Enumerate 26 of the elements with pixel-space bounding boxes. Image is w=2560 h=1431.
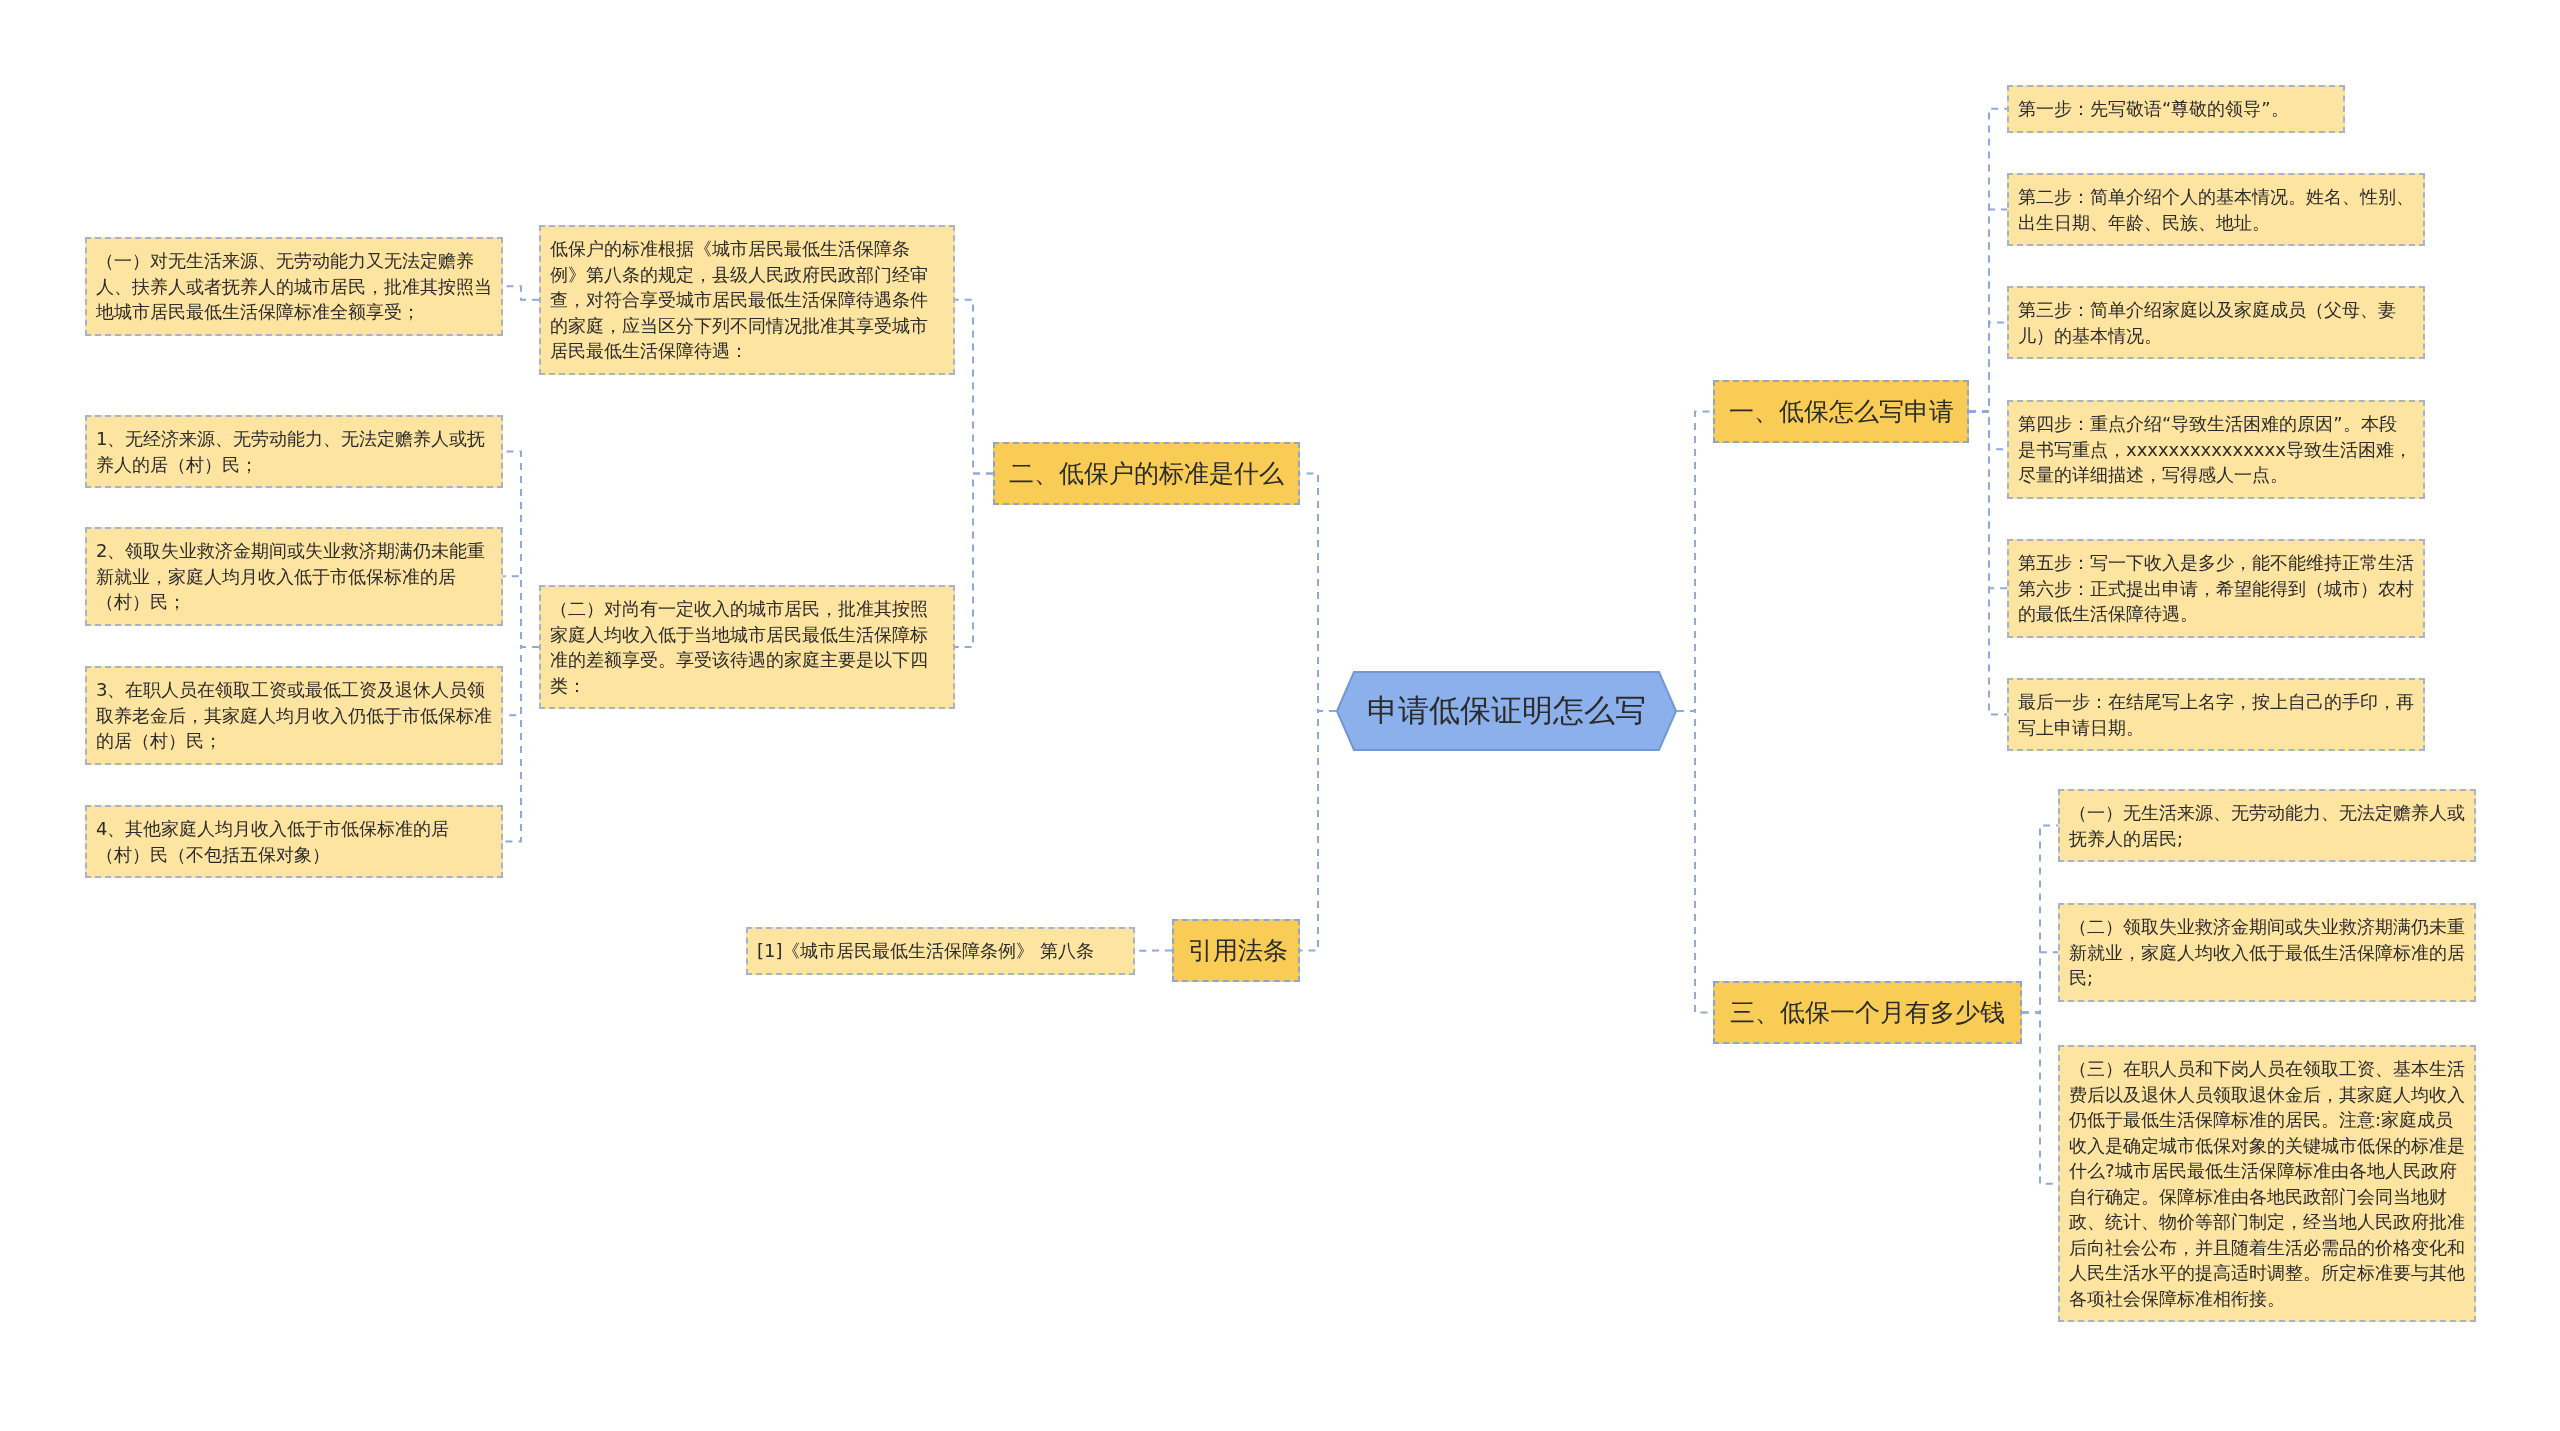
branch-box: 一、低保怎么写申请 <box>1713 380 1969 443</box>
note-box: [1]《城市居民最低生活保障条例》 第八条 <box>746 927 1135 975</box>
note-box: 第三步：简单介绍家庭以及家庭成员（父母、妻儿）的基本情况。 <box>2007 286 2425 360</box>
connector-line <box>1299 710 1337 952</box>
note-box: （二）领取失业救济金期间或失业救济期满仍未重新就业，家庭人均收入低于最低生活保障标准的居民; <box>2058 903 2476 1002</box>
note-box: 2、领取失业救济金期间或失业救济期满仍未能重新就业，家庭人均月收入低于市低保标准的居（村）民； <box>85 527 503 626</box>
note-box: 3、在职人员在领取工资或最低工资及退休人员领取养老金后，其家庭人均月收入仍低于市低保标准的居（村）民； <box>85 666 503 765</box>
note-box: 第一步：先写敬语“尊敬的领导”。 <box>2007 85 2345 133</box>
note-box: 第二步：简单介绍个人的基本情况。姓名、性别、出生日期、年龄、民族、地址。 <box>2007 173 2425 247</box>
branch-box: 二、低保户的标准是什么 <box>993 442 1300 505</box>
connector-line <box>954 472 994 649</box>
branch-box: 三、低保一个月有多少钱 <box>1713 981 2022 1044</box>
note-box: 1、无经济来源、无劳动能力、无法定赡养人或抚养人的居（村）民； <box>85 415 503 489</box>
note-box: 第四步：重点介绍“导致生活困难的原因”。本段是书写重点，xxxxxxxxxxxxxxx导致生活困难，尽量的详细描述，写得感人一点。 <box>2007 400 2425 499</box>
note-box: （一）对无生活来源、无劳动能力又无法定赡养人、扶养人或者抚养人的城市居民，批准其按照当地城市居民最低生活保障标准全额享受； <box>85 237 503 336</box>
note-box: 低保户的标准根据《城市居民最低生活保障条例》第八条的规定，县级人民政府民政部门经审查，对符合享受城市居民最低生活保障待遇条件的家庭，应当区分下列不同情况批准其享受城市居民最低生活保障待遇： <box>539 225 955 375</box>
topic-title: 申请低保证明怎么写 <box>1367 691 1646 730</box>
note-box: 4、其他家庭人均月收入低于市低保标准的居（村）民（不包括五保对象） <box>85 805 503 879</box>
connector-line <box>502 646 540 843</box>
connector-line <box>1968 410 2008 716</box>
note-box: （一）无生活来源、无劳动能力、无法定赡养人或抚养人的居民; <box>2058 789 2476 863</box>
note-box: （二）对尚有一定收入的城市居民，批准其按照家庭人均收入低于当地城市居民最低生活保障标准的差额享受。享受该待遇的家庭主要是以下四类： <box>539 585 955 710</box>
note-box: 第五步：写一下收入是多少，能不能维持正常生活第六步：正式提出申请，希望能得到（城市）农村的最低生活保障待遇。 <box>2007 539 2425 638</box>
note-box: （三）在职人员和下岗人员在领取工资、基本生活费后以及退休人员领取退休金后，其家庭人均收入仍低于最低生活保障标准的居民。注意:家庭成员收入是确定城市低保对象的关键城市低保的标准是什么?城市居民最低生活保障标准由各地人民政府自行确定。保障标准由各地民政部门会同当地财政、统计、物价等部门制定，经当地人民政府批准后向社会公布，并且随着生活必需品的价格变化和人民生活水平的提高适时调整。所定标准要与其他各项社会保障标准相衔接。 <box>2058 1045 2476 1323</box>
branch-box: 引用法条 <box>1172 919 1300 982</box>
note-box: 最后一步：在结尾写上名字，按上自己的手印，再写上申请日期。 <box>2007 678 2425 752</box>
